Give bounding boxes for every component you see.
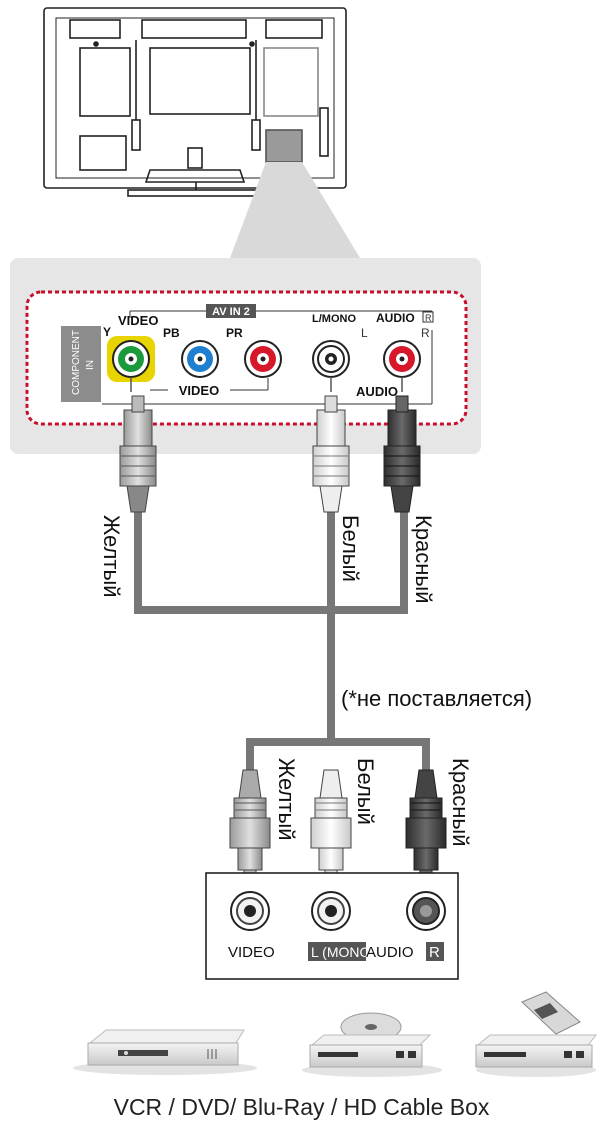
audio-r-badge: R — [425, 313, 432, 323]
video-group-label: VIDEO — [179, 383, 219, 398]
device-jack-audio-r[interactable] — [406, 891, 446, 931]
label-red-top: Красный — [411, 515, 436, 604]
l-mono-label: L/MONO — [312, 313, 356, 325]
label-red-bottom: Красный — [448, 758, 473, 847]
cable-box-icon — [475, 991, 598, 1077]
label-yellow-top: Желтый — [99, 515, 124, 598]
audio-group-label: AUDIO — [356, 384, 398, 399]
video-top-label: VIDEO — [118, 313, 158, 328]
y-label: Y — [103, 325, 111, 339]
component-in-label-1: COMPONENT — [71, 330, 82, 395]
component-in-label-2: IN — [85, 360, 96, 370]
label-white-bottom: Белый — [353, 758, 378, 825]
device-lmono-label: L (MONO) — [311, 944, 375, 960]
device-audio-label: AUDIO — [366, 944, 414, 961]
r-label: R — [421, 326, 430, 340]
cable-lines — [134, 510, 430, 795]
label-white-top: Белый — [338, 515, 363, 582]
av-in-badge-bg — [206, 304, 256, 318]
label-yellow-bottom: Желтый — [274, 758, 299, 841]
not-supplied-note: (*не поставляется) — [341, 686, 532, 711]
plug-yellow-bottom — [229, 769, 271, 887]
vcr-icon — [73, 1029, 257, 1075]
device-jack-audio-l[interactable] — [311, 891, 351, 931]
device-r-label: R — [429, 944, 440, 961]
plug-white-bottom — [310, 769, 352, 887]
device-video-label: VIDEO — [228, 944, 275, 961]
component-in-tab: COMPONENT IN — [61, 326, 101, 402]
pb-label: PB — [163, 326, 180, 340]
jack-y-green[interactable] — [107, 336, 155, 382]
jack-pb-blue[interactable] — [181, 340, 219, 378]
jack-audio-r-red[interactable] — [383, 340, 421, 378]
device-jack-video[interactable] — [230, 891, 270, 931]
pr-label: PR — [226, 326, 243, 340]
av-in-label: AV IN 2 — [212, 306, 250, 318]
plug-yellow-top — [119, 395, 157, 513]
jack-audio-l-white[interactable] — [312, 340, 350, 378]
device-caption: VCR / DVD/ Blu-Ray / HD Cable Box — [113, 1094, 490, 1120]
l-label: L — [361, 326, 368, 340]
tv-back-illustration — [43, 7, 347, 197]
dvd-player-icon — [302, 1012, 442, 1077]
jack-pr-red[interactable] — [244, 340, 282, 378]
zoom-callout — [230, 162, 360, 258]
plug-red-bottom — [405, 769, 447, 887]
audio-top-label: AUDIO — [376, 311, 415, 325]
plug-white-top — [312, 395, 350, 513]
plug-red-top — [383, 395, 421, 513]
